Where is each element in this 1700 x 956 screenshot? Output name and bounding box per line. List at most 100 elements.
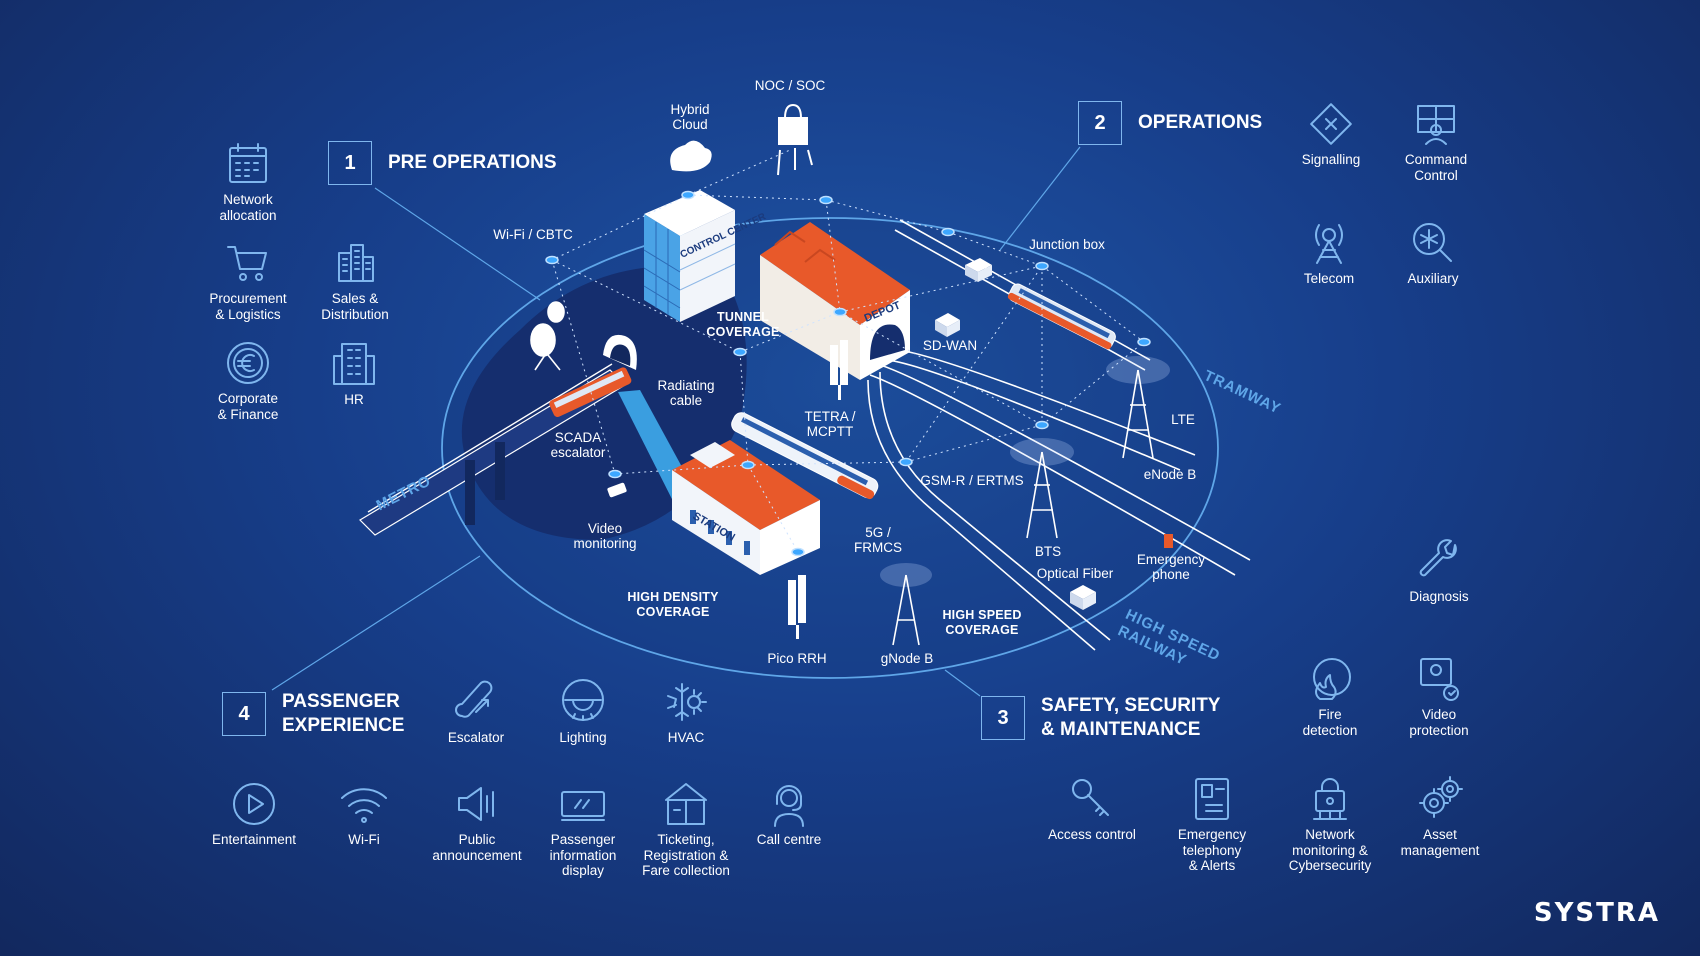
- line2: announcement: [432, 847, 522, 863]
- line1: Entertainment: [211, 832, 297, 847]
- item-escalator: Escalator: [411, 678, 541, 746]
- high-speed-train: [731, 412, 879, 500]
- label-5g-1: 5G /: [865, 525, 891, 540]
- sdwan-box: [935, 313, 960, 337]
- line2: information: [549, 847, 617, 863]
- lte-tower: [1106, 356, 1170, 459]
- label-noc-soc: NOC / SOC: [754, 78, 826, 93]
- line2: & Logistics: [215, 306, 281, 322]
- label-radiating-1: Radiating: [657, 378, 715, 393]
- tramway-train: [1007, 283, 1116, 350]
- line1: Access control: [1048, 827, 1136, 842]
- cart-icon: [227, 246, 267, 281]
- item-lighting: Lighting: [518, 678, 648, 746]
- auxiliary-icon: [1413, 223, 1452, 262]
- line3: & Alerts: [1188, 858, 1236, 873]
- item-label: Ticketing,Registration &Fare collection: [621, 832, 751, 879]
- line3: Fare collection: [642, 863, 730, 878]
- line1: Network: [223, 192, 273, 207]
- telecom-icon: [1315, 224, 1343, 264]
- label-emergency-1: Emergency: [1136, 552, 1206, 567]
- label-tetra: TETRA /MCPTT: [804, 409, 855, 439]
- section-number-3: 3: [981, 696, 1025, 740]
- cloud-icon: [670, 140, 712, 172]
- item-label: Entertainment: [189, 832, 319, 848]
- emergency-phone-marker: [1164, 534, 1173, 548]
- item-ticketing: Ticketing,Registration &Fare collection: [621, 780, 751, 879]
- section-number-1: 1: [328, 141, 372, 185]
- section-title-passenger-2: EXPERIENCE: [282, 715, 405, 736]
- key-icon: [1072, 779, 1109, 816]
- label-scada-2: escalator: [550, 445, 606, 460]
- item-label: Corporate& Finance: [183, 391, 313, 422]
- label-wifi-cbtc: Wi-Fi / CBTC: [493, 227, 573, 242]
- item-corporate-finance: Corporate& Finance: [183, 339, 313, 422]
- gears-icon: [1419, 776, 1463, 818]
- line1: Call centre: [756, 832, 822, 847]
- line1: Signalling: [1301, 152, 1361, 167]
- control-center-building: [643, 190, 736, 322]
- label-tunnel-2: COVERAGE: [706, 325, 780, 339]
- item-label: HR: [289, 392, 419, 408]
- fire-icon: [1313, 658, 1351, 700]
- line1: Asset: [1423, 827, 1457, 842]
- display-icon: [561, 791, 605, 821]
- calendar-icon: [229, 143, 267, 183]
- line2: management: [1400, 842, 1480, 858]
- label-junction-box: Junction box: [1029, 237, 1105, 252]
- line2: Control: [1414, 167, 1458, 183]
- line1: Ticketing,: [657, 832, 715, 847]
- bts-tower: [1010, 438, 1074, 539]
- camera-marker: [607, 482, 627, 498]
- padlock-icon: [777, 103, 813, 176]
- item-label: Escalator: [411, 730, 541, 746]
- label-video-1: Video: [587, 521, 623, 536]
- label-scada-1: SCADA: [554, 430, 602, 445]
- pico-antenna: [788, 575, 806, 639]
- section-title-safety-1: SAFETY, SECURITY: [1041, 695, 1221, 716]
- label-tetra-1: TETRA /: [804, 409, 856, 424]
- label-sd-wan: SD-WAN: [922, 338, 978, 353]
- label-high-density-1: HIGH DENSITY: [627, 590, 719, 604]
- line3: display: [561, 863, 605, 878]
- euro-icon: [227, 342, 269, 384]
- line1: Corporate: [217, 391, 279, 406]
- item-label: Signalling: [1266, 152, 1396, 168]
- label-gsmr: GSM-R / ERTMS: [920, 473, 1024, 488]
- item-label: Call centre: [724, 832, 854, 848]
- line2: allocation: [219, 207, 277, 223]
- lighting-icon: [562, 679, 604, 721]
- line1: Fire: [1318, 707, 1342, 722]
- wrench-icon: [1419, 539, 1457, 577]
- label-hybrid-cloud-2: Cloud: [672, 117, 708, 132]
- item-label: HVAC: [621, 730, 751, 746]
- section-title-safety: SAFETY, SECURITY& MAINTENANCE: [1041, 694, 1220, 742]
- network-nodes: [545, 190, 1151, 557]
- label-enodeb: eNode B: [1143, 467, 1197, 482]
- systra-logo: SYSTRA: [1533, 898, 1660, 928]
- label-video-2: monitoring: [573, 536, 637, 551]
- line1: Lighting: [559, 730, 607, 745]
- item-telecom: Telecom: [1264, 219, 1394, 287]
- item-label: Procurement& Logistics: [183, 291, 313, 322]
- item-label: Auxiliary: [1368, 271, 1498, 287]
- item-wifi: Wi-Fi: [299, 780, 429, 848]
- label-hybrid-cloud-1: Hybrid: [670, 102, 710, 117]
- network-links: [551, 149, 1145, 553]
